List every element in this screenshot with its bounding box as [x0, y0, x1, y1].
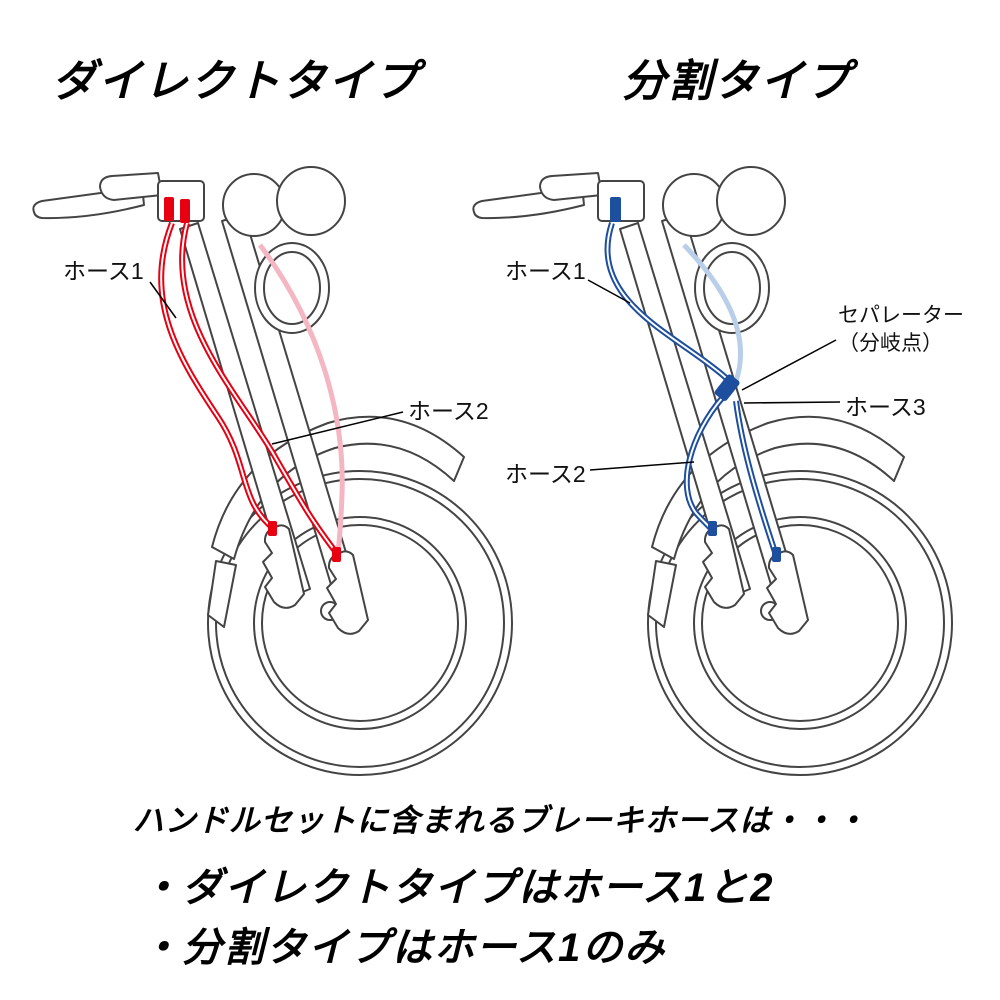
footer-intro: ハンドルセットに含まれるブレーキホースは・・・ — [132, 803, 868, 838]
direct-fitting-1 — [164, 197, 174, 221]
direct-hose-1-core — [160, 222, 275, 530]
leader-lines — [149, 279, 841, 471]
split-hose-3-core — [735, 400, 777, 556]
label-hose3-split: ホース3 — [845, 394, 926, 420]
label-separator: セパレーター （分岐点） — [838, 302, 964, 359]
leader-hose1-right — [587, 279, 631, 304]
split-caliper-fitting-right — [772, 547, 781, 562]
leader-hose2-right — [589, 461, 695, 471]
label-hose1-split: ホース1 — [505, 258, 586, 284]
split-type-bike — [473, 167, 952, 775]
title-direct-type: ダイレクトタイプ — [52, 57, 420, 106]
direct-caliper-fitting-left — [268, 521, 277, 536]
label-separator-line2: （分岐点） — [838, 332, 943, 356]
footer-bullet-direct: ・ダイレクトタイプはホース1と2 — [140, 866, 775, 910]
label-hose1-direct: ホース1 — [63, 258, 144, 284]
label-separator-line1: セパレーター — [838, 304, 964, 327]
direct-fitting-2 — [180, 199, 190, 223]
split-hose-faint — [682, 243, 744, 382]
direct-type-bike — [33, 167, 512, 775]
direct-caliper-fitting-right — [332, 547, 341, 562]
leader-hose2-left — [271, 411, 404, 445]
split-caliper-fitting-left — [708, 521, 717, 536]
direct-hose-2-core — [181, 222, 339, 556]
footer-bullets: ・ダイレクトタイプはホース1と2 ・分割タイプはホース1のみ — [140, 858, 775, 978]
leader-hose1-left — [149, 281, 177, 319]
title-split-type: 分割タイプ — [622, 57, 852, 106]
footer-bullet-split: ・分割タイプはホース1のみ — [140, 926, 667, 970]
label-hose2-split: ホース2 — [505, 461, 586, 487]
label-hose2-direct: ホース2 — [408, 398, 489, 424]
split-fitting-1 — [610, 197, 621, 222]
split-hose-2-core — [685, 396, 724, 532]
leader-separator — [741, 339, 837, 391]
leader-hose3-right — [743, 401, 841, 404]
separator-block — [714, 374, 740, 401]
direct-hose-faint — [257, 243, 345, 554]
